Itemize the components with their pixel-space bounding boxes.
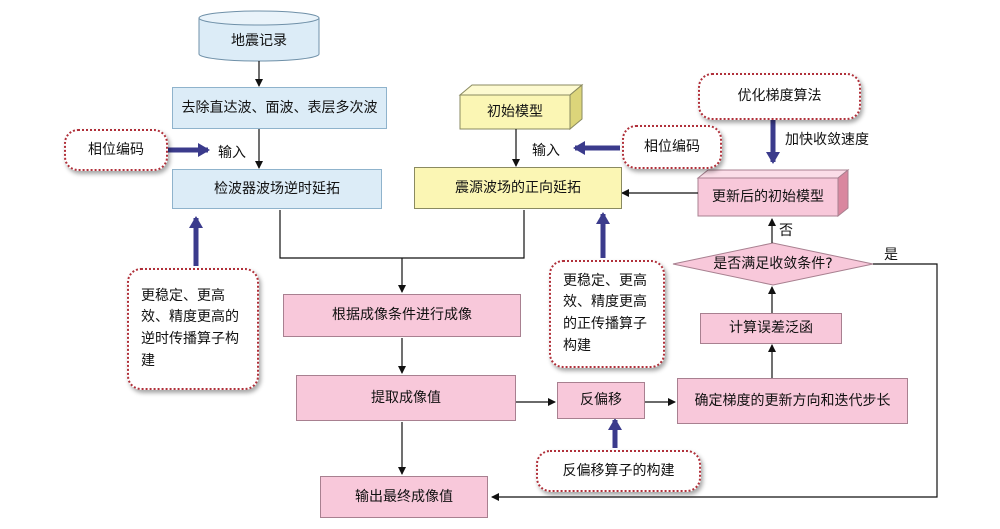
- arrow-yes-to-output: [491, 263, 938, 501]
- forward-operator-note: 更稳定、更高效、精度更高的正传播算子构建: [549, 260, 665, 368]
- demigration-operator-note: 反偏移算子的构建: [536, 450, 701, 492]
- input-label-left: 输入: [218, 145, 246, 161]
- input-label-right: 输入: [532, 143, 560, 159]
- gradient-update-box: 确定梯度的更新方向和迭代步长: [677, 378, 908, 424]
- extract-value-box: 提取成像值: [296, 375, 516, 421]
- seismic-record-label: 地震记录: [231, 33, 287, 49]
- seismic-record-cylinder: [198, 10, 320, 62]
- optimize-gradient-note: 优化梯度算法: [698, 73, 861, 120]
- updated-model-3d-box: [696, 168, 850, 218]
- reverse-operator-note: 更稳定、更高效、精度更高的逆时传播算子构建: [127, 268, 259, 390]
- updated-model-label: 更新后的初始模型: [712, 188, 824, 205]
- wire-merge-to-imaging: [279, 210, 525, 259]
- imaging-box: 根据成像条件进行成像: [283, 294, 521, 337]
- phase-encoding-left-note: 相位编码: [64, 129, 168, 171]
- demigration-box: 反偏移: [557, 382, 645, 419]
- converge-check-label: 是否满足收敛条件?: [713, 255, 833, 272]
- initial-model-3d-box: [458, 83, 584, 131]
- yes-label: 是: [884, 247, 898, 263]
- phase-encoding-right-note: 相位编码: [622, 125, 722, 169]
- output-final-box: 输出最终成像值: [320, 476, 488, 518]
- remove-waves-box: 去除直达波、面波、表层多次波: [172, 87, 387, 129]
- source-forward-box: 震源波场的正向延拓: [414, 167, 622, 209]
- accelerate-label: 加快收敛速度: [785, 132, 869, 148]
- error-functional-box: 计算误差泛函: [700, 313, 842, 344]
- no-label: 否: [779, 223, 793, 239]
- receiver-reverse-box: 检波器波场逆时延拓: [172, 169, 382, 209]
- initial-model-label: 初始模型: [487, 103, 543, 120]
